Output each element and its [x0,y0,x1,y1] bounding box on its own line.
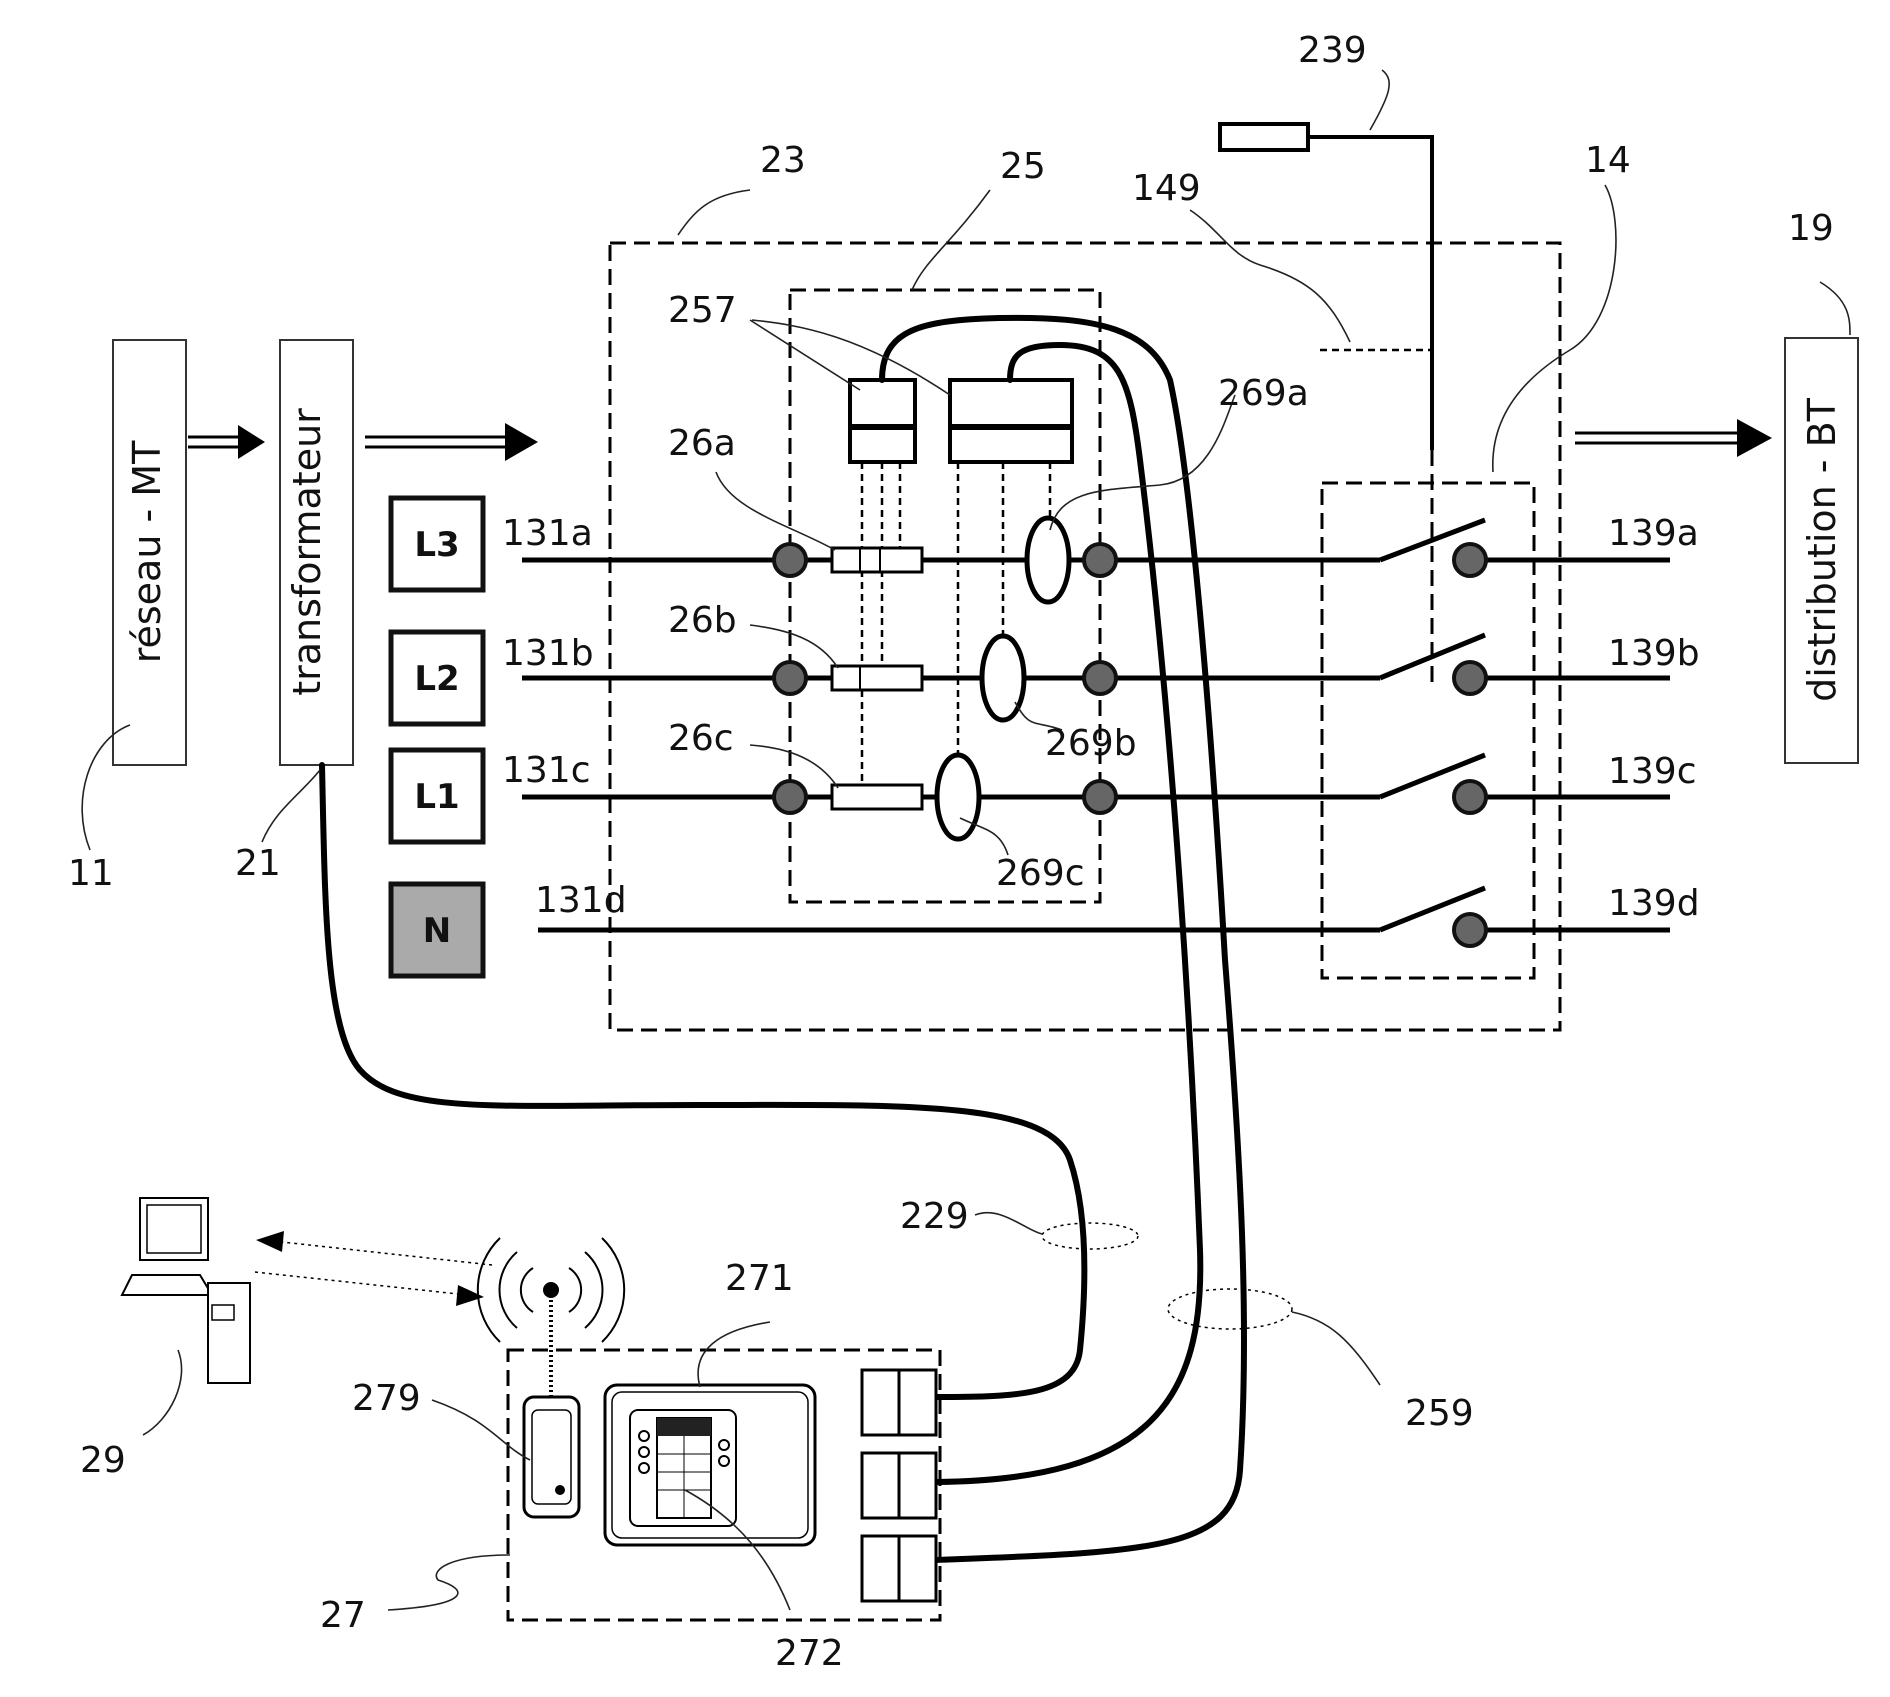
ref-26a: 26a [668,423,736,464]
distribution-bt-label: distribution - BT [1800,397,1844,701]
ref-259: 259 [1405,1393,1474,1434]
ref-229: 229 [900,1196,969,1237]
ref-149: 149 [1132,168,1201,209]
ref-139d: 139d [1608,883,1700,924]
reseau-mt-block: réseau - MT [113,340,186,765]
cable-259-b [936,345,1200,1482]
phase-box-l3: L3 [391,498,483,590]
reseau-mt-label: réseau - MT [125,440,169,663]
ref-257: 257 [668,290,737,331]
ref-279: 279 [352,1378,421,1419]
ref-25: 25 [1000,146,1046,187]
ref-27: 27 [320,1595,366,1636]
ref-139a: 139a [1608,513,1699,554]
arrow-transformateur-to-substation [365,423,538,461]
ref-19: 19 [1788,208,1834,249]
svg-text:N: N [423,911,451,951]
phase-box-l2: L2 [391,632,483,724]
ref-26c: 26c [668,718,734,759]
computer-29 [122,1198,250,1383]
ref-131c: 131c [502,750,591,791]
ref-21: 21 [235,843,281,884]
svg-text:L2: L2 [414,659,459,699]
cable-group-229 [1042,1223,1138,1249]
cable-229 [322,765,1084,1397]
transformateur-block: transformateur [280,340,353,765]
modem-279 [478,1238,624,1517]
distribution-bt-block: distribution - BT [1785,338,1858,763]
ref-269c: 269c [996,853,1085,894]
ref-131a: 131a [502,513,593,554]
ref-269a: 269a [1218,373,1309,414]
ref-272: 272 [775,1633,844,1674]
ref-14: 14 [1585,140,1631,181]
reference-labels: 11 21 23 25 149 239 14 19 257 269a 269b … [68,30,1834,1674]
leader-lines [82,70,1850,1610]
svg-text:L3: L3 [414,525,459,565]
arrow-reseau-to-transformateur [188,425,265,459]
ref-139b: 139b [1608,633,1700,674]
ref-271: 271 [725,1258,794,1299]
voltage-dividers [832,548,922,809]
cable-group-259 [1168,1289,1292,1329]
arrow-substation-to-distribution [1575,419,1772,457]
wireless-link-arrows [255,1231,492,1306]
switch-module-14 [1322,483,1534,978]
controller-271 [605,1385,815,1545]
phase-box-l1: L1 [391,750,483,842]
ref-139c: 139c [1608,751,1697,792]
svg-text:L1: L1 [414,777,459,817]
ref-131d: 131d [535,880,627,921]
ref-131b: 131b [502,633,594,674]
substation-enclosure-23 [610,243,1560,1030]
ref-11: 11 [68,853,114,894]
sensor-257-left [850,380,915,788]
ref-26b: 26b [668,600,737,641]
phase-box-neutral: N [391,884,483,976]
ref-23: 23 [760,140,806,181]
terminal-blocks [862,1370,936,1601]
transformateur-label: transformateur [285,408,329,696]
ref-29: 29 [80,1440,126,1481]
ref-239: 239 [1298,30,1367,71]
ref-269b: 269b [1045,723,1137,764]
